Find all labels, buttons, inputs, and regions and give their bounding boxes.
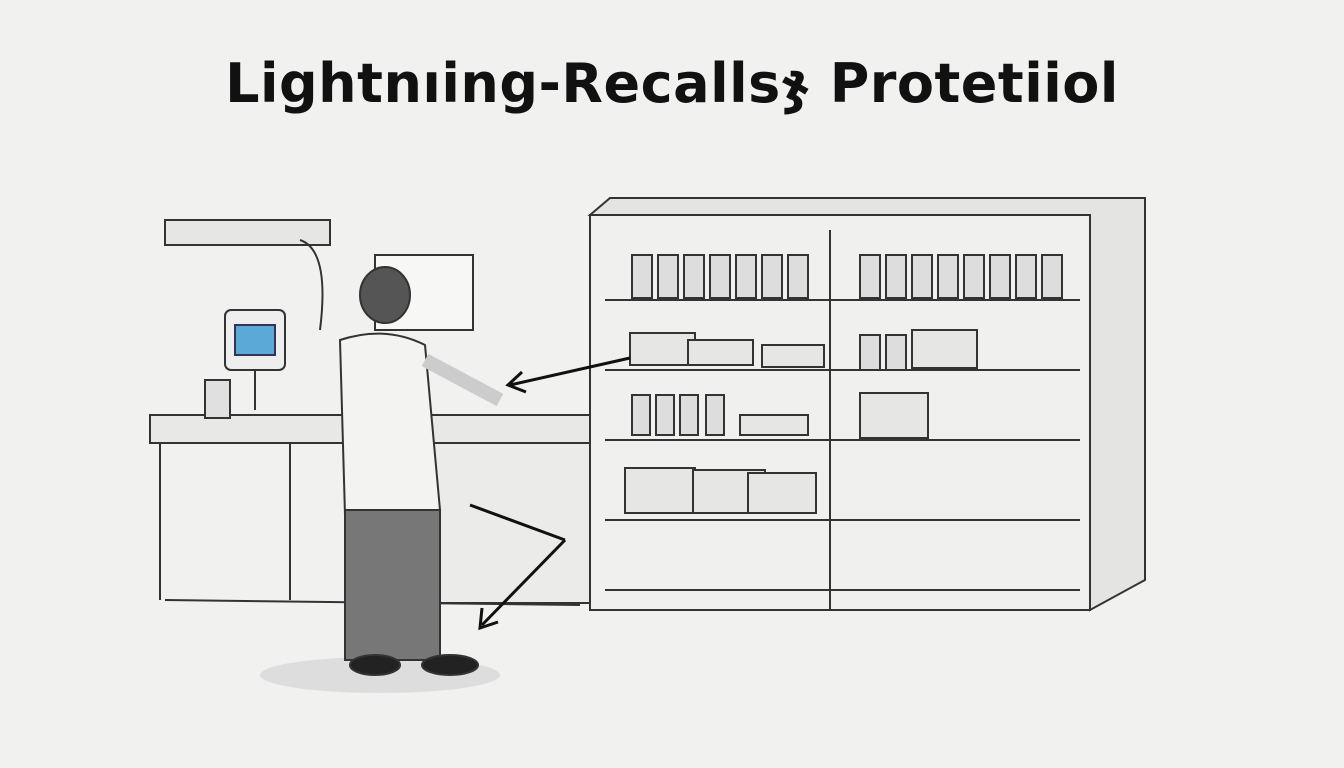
boxes	[624, 329, 978, 514]
arrows	[469, 356, 631, 631]
illustration-title: Lightnıing-Recallsჯ Protetiiol	[225, 52, 1119, 115]
analyzer-machine	[204, 239, 324, 419]
bottles	[631, 254, 1063, 436]
lab-bench	[149, 219, 591, 606]
person-in-lab-coat	[338, 266, 504, 676]
